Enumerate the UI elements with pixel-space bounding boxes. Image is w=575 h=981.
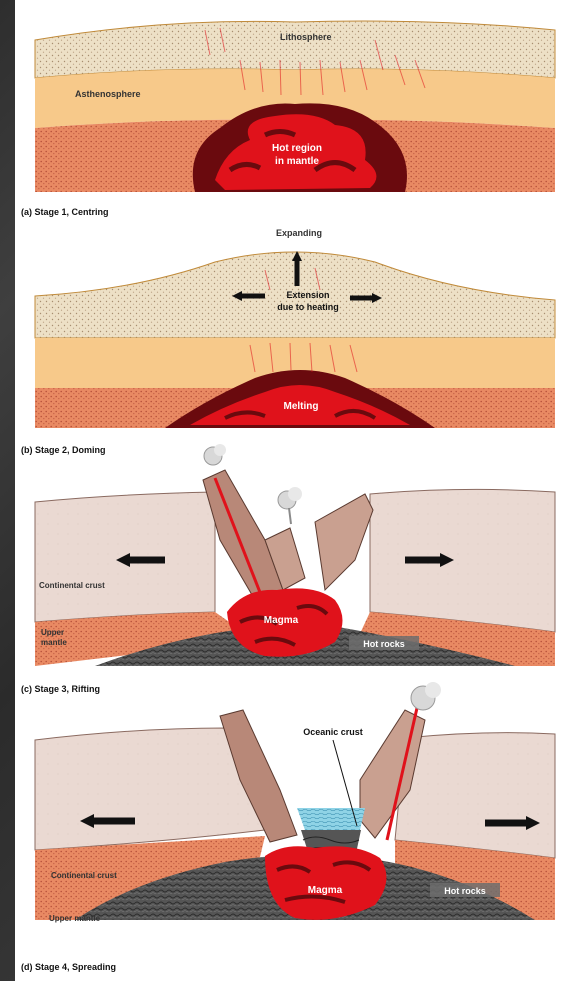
stage1-hot-region-label-1: Hot region: [272, 143, 322, 154]
stage4-panel: Oceanic crust Continental crust Upper ma…: [21, 682, 555, 972]
stage4-magma-label: Magma: [308, 885, 343, 896]
stage3-hot-rocks-label: Hot rocks: [363, 639, 405, 649]
stage2-panel: Expanding Extension due to heating Melti…: [21, 228, 555, 455]
stage2-extension-label-1: Extension: [286, 290, 329, 300]
stage4-hot-rocks-label: Hot rocks: [444, 886, 486, 896]
stage2-extension-label-2: due to heating: [277, 302, 339, 312]
stage4-upper-mantle-label: Upper mantle: [49, 914, 101, 923]
stage3-fault-block-right: [315, 494, 373, 590]
stage3-continental-crust-label: Continental crust: [39, 581, 105, 590]
stage4-right-crust: [395, 733, 555, 858]
stage2-caption: (b) Stage 2, Doming: [21, 445, 106, 455]
stage1-panel: Lithosphere Asthenosphere Hot region in …: [21, 21, 555, 217]
rift-diagram-sheet: Lithosphere Asthenosphere Hot region in …: [15, 0, 575, 981]
stage4-continental-crust-label: Continental crust: [51, 871, 117, 880]
stage3-caption: (c) Stage 3, Rifting: [21, 684, 100, 694]
stage3-upper-mantle-label-1: Upper: [41, 628, 64, 637]
stage1-asthenosphere-label: Asthenosphere: [75, 89, 141, 99]
stage1-lithosphere-layer: [35, 21, 555, 78]
stage2-melting-label: Melting: [284, 401, 319, 412]
stage1-hot-region-label-2: in mantle: [275, 156, 319, 167]
stage1-lithosphere-label: Lithosphere: [280, 32, 332, 42]
stage3-magma-label: Magma: [264, 615, 299, 626]
stage4-caption: (d) Stage 4, Spreading: [21, 962, 116, 972]
stage2-expanding-label: Expanding: [276, 228, 322, 238]
stage3-upper-mantle-label-2: mantle: [41, 638, 67, 647]
stage1-caption: (a) Stage 1, Centring: [21, 207, 109, 217]
stage3-panel: Continental crust Upper mantle Magma Hot…: [21, 444, 555, 694]
stage4-oceanic-crust-label: Oceanic crust: [303, 727, 363, 737]
stage3-right-crust: [370, 489, 555, 632]
